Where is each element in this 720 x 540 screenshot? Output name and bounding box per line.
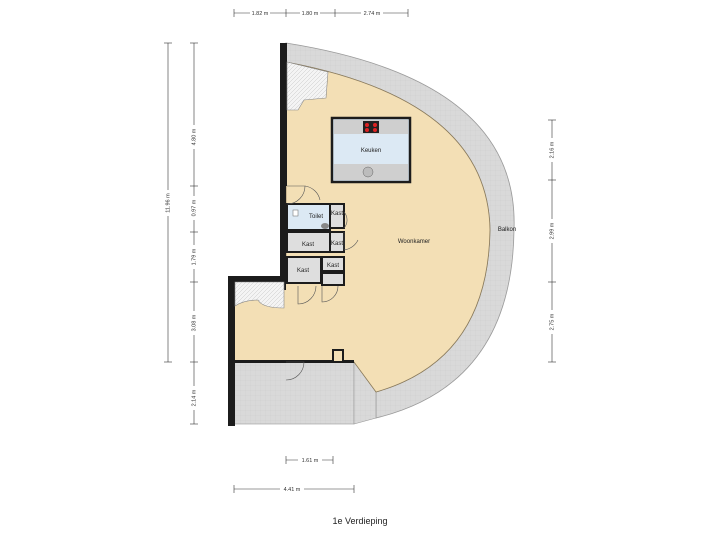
dimension-label-left: 0.97 m (191, 199, 197, 216)
burner-icon (373, 123, 377, 127)
dimension-label-right: 2.16 m (549, 141, 555, 158)
kast-4 (286, 256, 322, 284)
lower-staircase (234, 281, 285, 309)
dimension-label-bg (164, 190, 172, 216)
room-label-woonkamer: Woonkamer (398, 239, 430, 245)
room-label-toilet: Toilet (309, 214, 323, 220)
wall-west-core (280, 186, 286, 290)
door-swing (321, 285, 339, 303)
dimension-label-bg (280, 485, 304, 493)
room-label-kast: Kast (331, 241, 343, 247)
door-swing (297, 285, 317, 305)
burner-icon (365, 128, 369, 132)
dimension-label-left: 2.14 m (191, 389, 197, 406)
stove-icon (363, 121, 379, 133)
dimension-label-right: 2.99 m (549, 222, 555, 239)
dimension-label-bg (190, 311, 198, 335)
dimension-label-top: 1.82 m (252, 11, 269, 17)
wall-north-west (280, 43, 287, 186)
dimension-label-left-total: 11.96 m (165, 193, 171, 213)
dimension-label-bottom: 4.41 m (284, 487, 301, 493)
dimension-label-left: 1.79 m (191, 248, 197, 265)
dimension-label-bg (548, 310, 556, 334)
door-swing (343, 232, 359, 251)
dimension-label-left: 4.80 m (191, 128, 197, 145)
dimension-label-top: 2.74 m (364, 11, 381, 17)
dimension-label-top: 1.80 m (302, 11, 319, 17)
dimension-label-bg (548, 138, 556, 162)
room-label-kast: Kast (297, 268, 309, 274)
dimension-label-bg (190, 196, 198, 220)
upper-staircase (286, 61, 329, 111)
dimension-label-bottom: 1.61 m (302, 458, 319, 464)
burner-icon (373, 128, 377, 132)
wall-step (228, 276, 286, 282)
sink-icon (362, 166, 374, 178)
wall-west-lower (228, 276, 235, 426)
dimension-label-bg (298, 456, 322, 464)
lower-terrace (233, 361, 355, 425)
kast-6 (321, 272, 345, 286)
floor-title: 1e Verdieping (332, 516, 388, 526)
door-swing (343, 211, 348, 229)
room-label-kast: Kast (327, 263, 339, 269)
dimension-label-bg (361, 9, 383, 17)
kast-1 (329, 203, 345, 229)
kast-5 (321, 256, 345, 272)
washbasin-icon (292, 209, 299, 217)
dimension-label-bg (300, 9, 320, 17)
dimension-label-left: 3.08 m (191, 314, 197, 331)
door-swing (285, 361, 305, 381)
dimension-label-bg (250, 9, 270, 17)
burner-icon (365, 123, 369, 127)
pillar (332, 349, 344, 363)
wall-south (234, 360, 354, 363)
room-label-kast: Kast (302, 242, 314, 248)
door-swing (304, 185, 321, 201)
dimension-label-bg (190, 245, 198, 269)
dimension-label-right: 2.75 m (549, 313, 555, 330)
woonkamer-floor (233, 61, 491, 393)
room-label-kast: Kast (331, 211, 343, 217)
room-label-balkon: Balkon (498, 227, 516, 233)
dimension-label-bg (190, 125, 198, 149)
toilet-bowl-icon (321, 223, 329, 229)
dimension-label-bg (548, 219, 556, 243)
room-label-keuken: Keuken (361, 148, 381, 154)
dimension-label-bg (190, 386, 198, 410)
